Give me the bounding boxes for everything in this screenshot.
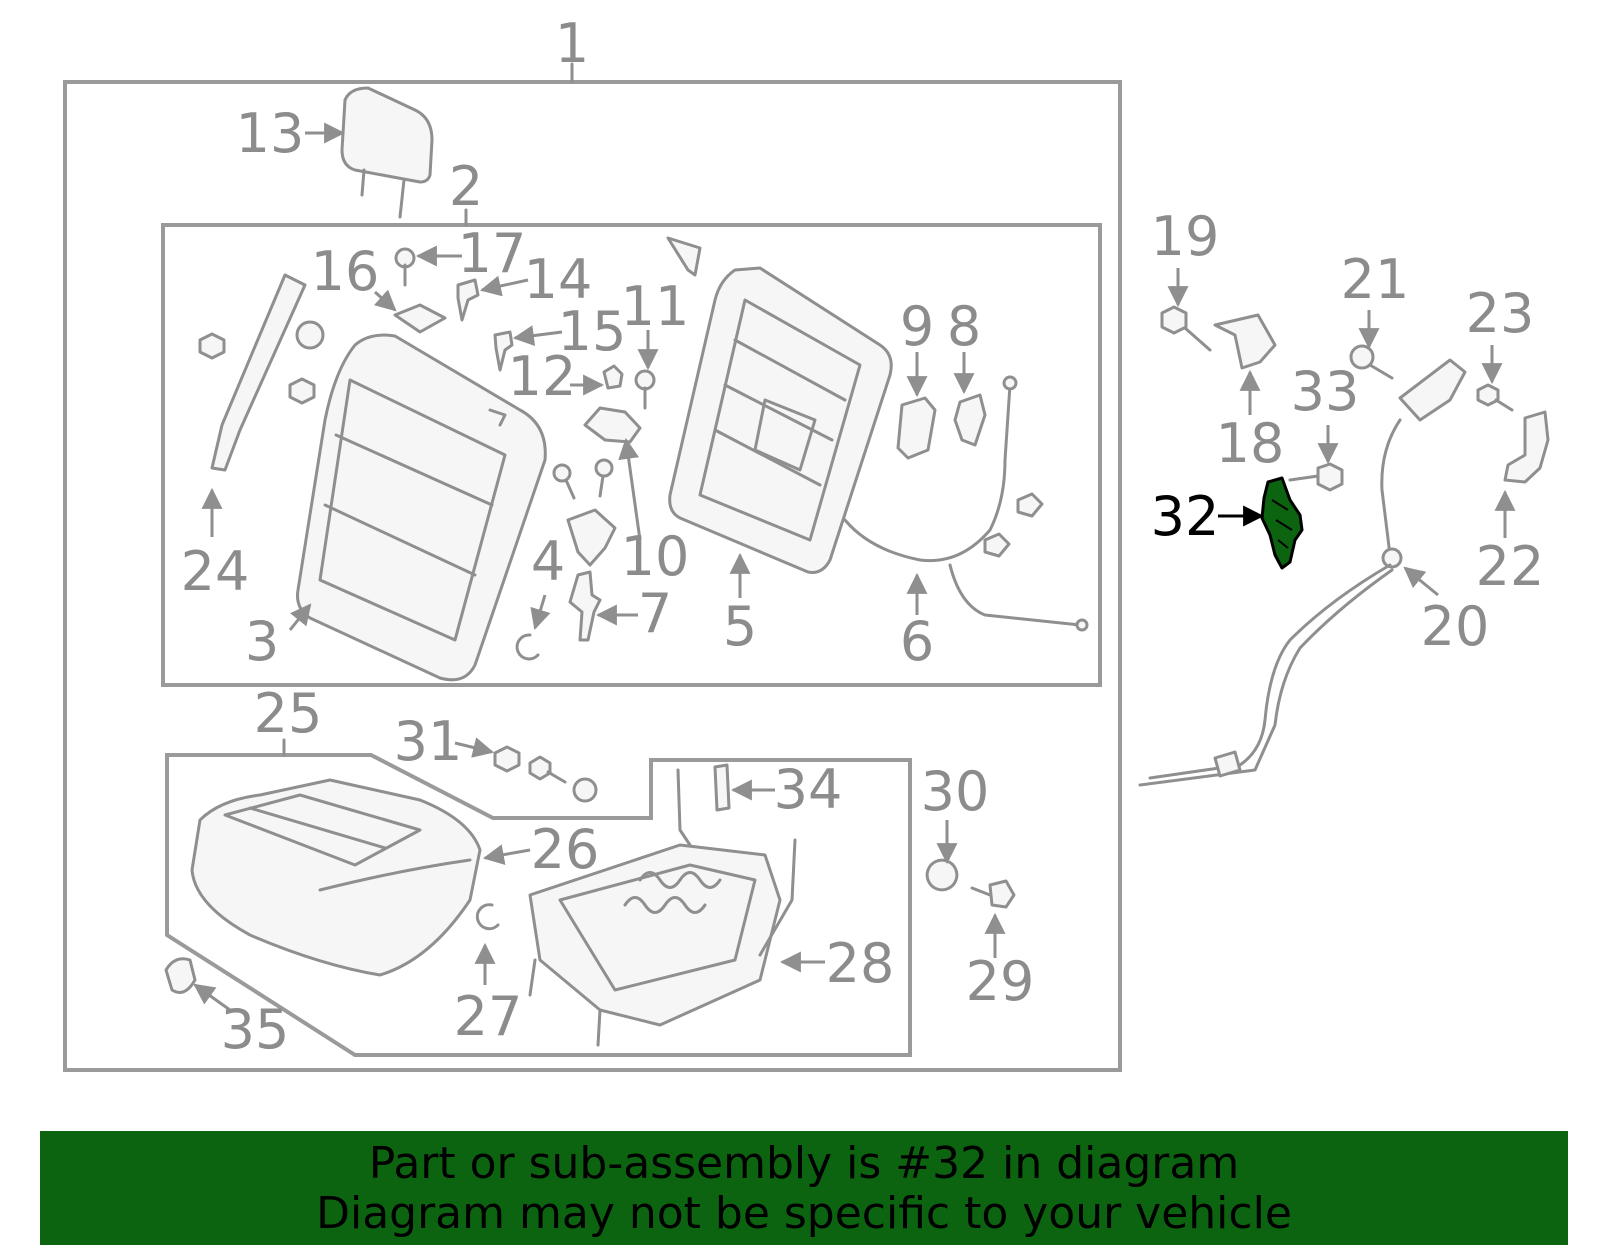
label-12: 12 <box>508 345 577 408</box>
label-3: 3 <box>245 610 279 673</box>
label-35: 35 <box>221 998 290 1061</box>
label-21: 21 <box>1341 248 1410 311</box>
label-27: 27 <box>454 985 523 1048</box>
bolts-part[interactable] <box>552 458 614 500</box>
label-1: 1 <box>555 12 589 75</box>
bracket-part-8[interactable] <box>953 393 987 447</box>
label-11: 11 <box>621 275 690 338</box>
seat-cushion-part[interactable] <box>190 778 482 977</box>
assembly-box-1 <box>63 80 1122 1072</box>
seatback-frame-part[interactable] <box>666 236 893 574</box>
cushion-box-25 <box>165 753 912 1057</box>
label-10: 10 <box>621 525 690 588</box>
label-20: 20 <box>1421 595 1490 658</box>
bracket-part-10b[interactable] <box>566 508 617 567</box>
label-7: 7 <box>638 582 672 645</box>
guide-part-15[interactable] <box>493 330 514 372</box>
clip-part-27[interactable] <box>475 903 500 931</box>
highlighted-part-32[interactable] <box>1260 476 1304 570</box>
label-4: 4 <box>531 530 565 593</box>
bolt-part-29[interactable] <box>970 879 1016 909</box>
bracket-part-18[interactable] <box>1213 313 1277 370</box>
label-32: 32 <box>1151 485 1220 548</box>
info-banner: Part or sub-assembly is #32 in diagram D… <box>40 1131 1568 1245</box>
banner-line-part: Part or sub-assembly is #32 in diagram <box>368 1138 1240 1189</box>
clip-part-16[interactable] <box>393 303 447 334</box>
label-33: 33 <box>1291 360 1360 423</box>
seatback-cover-part[interactable] <box>296 333 547 682</box>
cap-part-35[interactable] <box>164 957 197 994</box>
label-18: 18 <box>1216 412 1285 475</box>
label-25: 25 <box>254 682 323 745</box>
label-24: 24 <box>181 540 250 603</box>
label-22: 22 <box>1476 535 1545 598</box>
seatbelt-part[interactable] <box>198 273 325 472</box>
nut-part-12[interactable] <box>602 364 624 390</box>
cable-part-6[interactable] <box>843 375 1089 632</box>
pad-part-34[interactable] <box>713 763 731 812</box>
label-19: 19 <box>1151 205 1220 268</box>
label-15: 15 <box>558 300 627 363</box>
label-34: 34 <box>774 758 843 821</box>
seatback-box-2 <box>161 223 1102 687</box>
clip-part-4[interactable] <box>515 633 540 661</box>
label-14: 14 <box>524 248 593 311</box>
label-8: 8 <box>947 295 981 358</box>
lock-part-9[interactable] <box>896 396 937 460</box>
label-30: 30 <box>921 760 990 823</box>
hinge-part-7[interactable] <box>568 570 602 642</box>
label-5: 5 <box>723 595 757 658</box>
bolt-part-33[interactable] <box>1288 462 1344 492</box>
handle-part-20[interactable] <box>1138 358 1467 787</box>
screw-part-17[interactable] <box>394 247 416 287</box>
label-6: 6 <box>900 610 934 673</box>
bolt-part-23[interactable] <box>1476 383 1514 412</box>
label-17: 17 <box>458 222 527 285</box>
fastener-part-31[interactable] <box>493 745 598 803</box>
parts-diagram: 1 2 3 4 5 6 7 8 9 10 11 12 13 14 15 16 1… <box>63 12 1550 1072</box>
bracket-part-10a[interactable] <box>583 406 642 444</box>
bolt-part-19[interactable] <box>1160 305 1212 352</box>
banner-line-disclaimer: Diagram may not be specific to your vehi… <box>316 1188 1292 1239</box>
guide-part-14[interactable] <box>456 278 480 322</box>
label-23: 23 <box>1466 282 1535 345</box>
label-26: 26 <box>531 818 600 881</box>
cushion-frame-part[interactable] <box>528 768 797 1047</box>
label-29: 29 <box>966 950 1035 1013</box>
label-28: 28 <box>826 932 895 995</box>
label-13: 13 <box>236 102 305 165</box>
bracket-part-22[interactable] <box>1503 410 1550 484</box>
label-31: 31 <box>394 710 463 773</box>
label-2: 2 <box>449 155 483 218</box>
label-16: 16 <box>311 240 380 303</box>
label-9: 9 <box>900 295 934 358</box>
headrest-part[interactable] <box>340 86 434 219</box>
grommet-part-30[interactable] <box>925 858 959 892</box>
screw-part-11[interactable] <box>634 369 656 410</box>
